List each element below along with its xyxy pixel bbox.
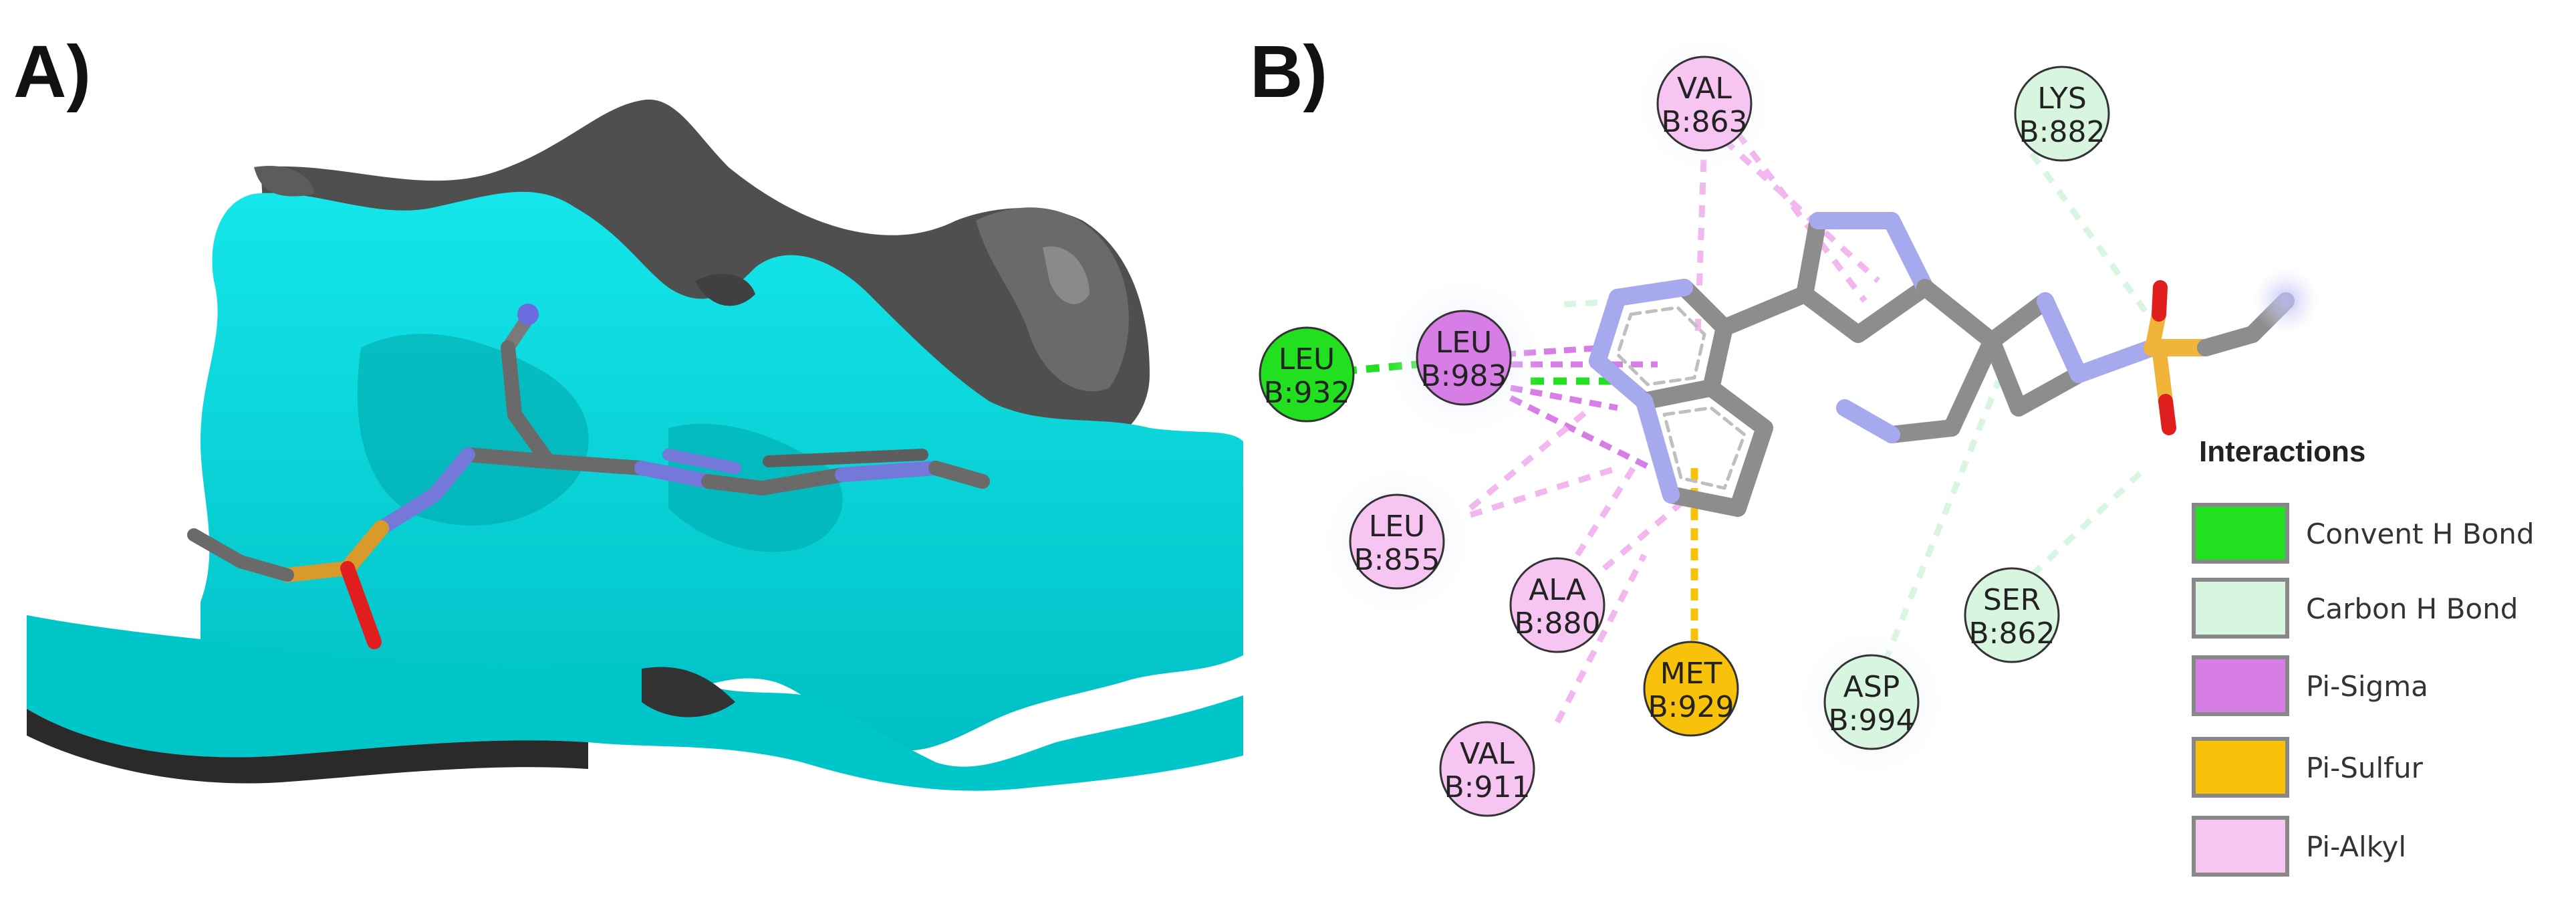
svg-text:LEU: LEU [1279,342,1335,376]
residue-disc [1349,493,1445,590]
residue-lys882[interactable]: LYS B:882 [2014,66,2110,162]
residue-val911[interactable]: VAL B:911 [1439,721,1535,817]
legend-item-pi-alkyl: Pi-Alkyl [2192,816,2406,877]
ethyl-halo [2252,267,2319,334]
svg-text:LEU: LEU [1369,510,1426,544]
residue-disc [1509,557,1605,653]
svg-text:B:863: B:863 [1662,105,1748,139]
legend-item-pi-sigma: Pi-Sigma [2192,655,2428,716]
svg-text:Pi-Sigma: Pi-Sigma [2306,670,2428,703]
residue-disc [1823,654,1920,750]
svg-text:B:862: B:862 [1969,616,2055,651]
residue-disc [1643,641,1739,737]
residue-ala880[interactable]: ALA B:880 [1509,557,1605,653]
residue-leu983[interactable]: LEU B:983 [1385,279,1543,437]
svg-text:LYS: LYS [2037,82,2086,116]
svg-text:B:983: B:983 [1421,359,1507,393]
svg-text:ALA: ALA [1529,573,1586,607]
svg-text:Convent H Bond: Convent H Bond [2306,518,2535,550]
legend-title: Interactions [2199,435,2365,468]
svg-text:Carbon H Bond: Carbon H Bond [2306,592,2518,625]
svg-text:B:880: B:880 [1515,606,1601,641]
ligand-sticks [187,311,990,649]
legend-item-carbon-h-bond: Carbon H Bond [2192,578,2518,639]
svg-text:B:911: B:911 [1444,770,1531,804]
residue-disc [1964,567,2060,663]
nitrile-nitrogen-atom [517,304,539,325]
interactions-legend: Interactions Convent H Bond Carbon H Bon… [2192,435,2535,877]
lower-surface [27,615,1243,791]
legend-item-conventional-h-bond: Convent H Bond [2192,503,2535,564]
svg-text:B:882: B:882 [2019,115,2105,149]
residue-leu932[interactable]: LEU B:932 [1259,326,1355,423]
legend-item-pi-sulfur: Pi-Sulfur [2192,737,2424,798]
residue-disc [2014,66,2110,162]
panel-a-label: A) [13,31,91,113]
panel-a-surface-render [27,99,1243,791]
residue-met929[interactable]: MET B:929 [1643,641,1739,737]
svg-text:LEU: LEU [1436,326,1493,360]
residue-disc [1656,55,1753,152]
panel-b-label: B) [1250,31,1327,113]
svg-text:ASP: ASP [1843,670,1900,704]
residue-ser862[interactable]: SER B:862 [1964,567,2060,663]
residue-disc [1416,310,1512,406]
ligand-structure [1589,212,2295,517]
svg-text:VAL: VAL [1460,737,1515,771]
svg-text:B:855: B:855 [1354,543,1440,577]
residue-asp994[interactable]: ASP B:994 [1799,630,1944,774]
residue-val863[interactable]: VAL B:863 [1638,37,1771,171]
svg-text:Pi-Alkyl: Pi-Alkyl [2306,830,2406,863]
svg-text:B:994: B:994 [1829,703,1915,738]
svg-text:B:932: B:932 [1264,376,1350,410]
svg-text:SER: SER [1983,583,2041,617]
svg-text:Pi-Sulfur: Pi-Sulfur [2306,752,2424,784]
residue-disc [1439,721,1535,817]
svg-text:B:929: B:929 [1648,690,1734,724]
residue-leu855[interactable]: LEU B:855 [1323,468,1470,615]
svg-text:MET: MET [1660,657,1722,691]
svg-text:VAL: VAL [1677,72,1732,106]
residue-disc [1259,326,1355,423]
residues: VAL B:863 LYS B:882 LEU B:932 LEU B:983 … [1259,37,2110,817]
